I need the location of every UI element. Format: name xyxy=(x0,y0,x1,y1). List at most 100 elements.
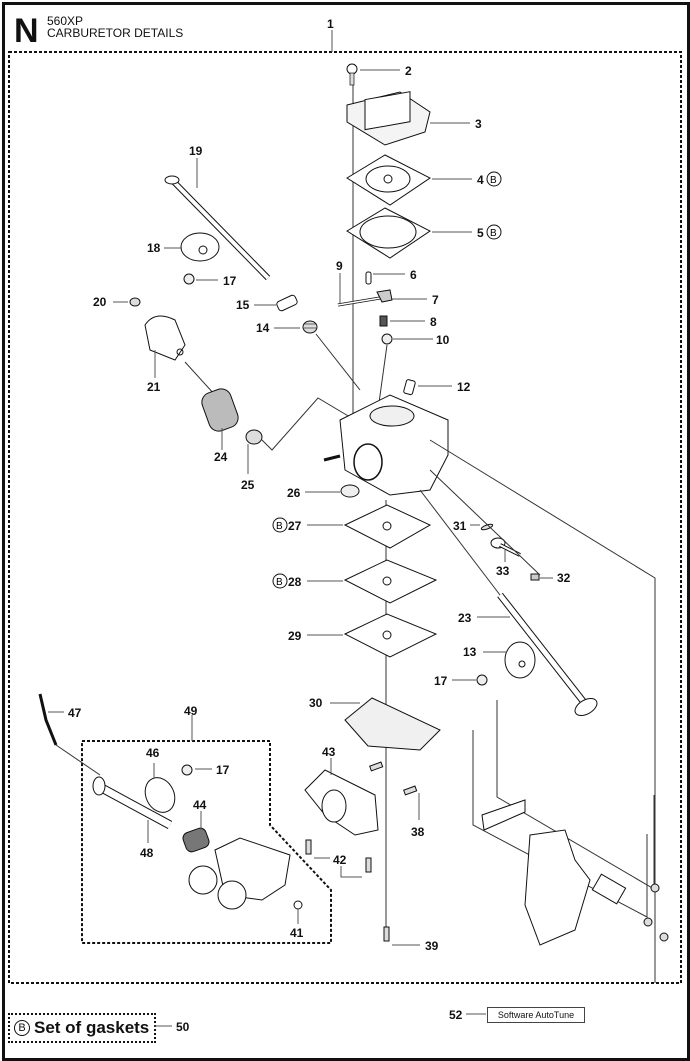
model-name: 560XP xyxy=(47,14,84,28)
callout-1: 1 xyxy=(327,17,334,31)
callout-26: 26 xyxy=(287,486,301,500)
gasket-set-marker-28: B xyxy=(276,577,283,588)
callout-41: 41 xyxy=(290,926,304,940)
throttle-bracket-part-21[interactable] xyxy=(144,315,186,361)
callout-25: 25 xyxy=(241,478,255,492)
valve-part-46[interactable] xyxy=(140,773,181,817)
choke-valve-part-18[interactable] xyxy=(180,232,220,262)
callout-3: 3 xyxy=(475,117,482,131)
inlet-needle-part-6[interactable] xyxy=(365,271,372,285)
callout-52: 52 xyxy=(449,1008,463,1022)
gasket-set-symbol: B xyxy=(14,1020,30,1036)
callout-4: 4 xyxy=(477,173,484,187)
shaft-part-48[interactable] xyxy=(92,776,173,829)
callout-10: 10 xyxy=(436,333,450,347)
carburetor-body[interactable] xyxy=(323,394,449,496)
callout-2: 2 xyxy=(405,64,412,78)
callout-23: 23 xyxy=(458,611,472,625)
callout-30: 30 xyxy=(309,696,323,710)
plug-part-26[interactable] xyxy=(340,484,360,498)
screw-part-42[interactable] xyxy=(305,839,372,873)
fuel-fitting-part-12[interactable] xyxy=(403,379,416,396)
page-title: CARBURETOR DETAILS xyxy=(47,26,184,40)
gasket-set-marker-27: B xyxy=(276,521,283,532)
spring-part-14[interactable] xyxy=(302,320,318,334)
screw-part-2[interactable] xyxy=(346,63,358,86)
throttle-link-part-47[interactable] xyxy=(38,693,58,746)
callout-8: 8 xyxy=(430,315,437,329)
callout-48: 48 xyxy=(140,846,154,860)
callout-21: 21 xyxy=(147,380,161,394)
callout-33: 33 xyxy=(496,564,510,578)
callout-12: 12 xyxy=(457,380,471,394)
callout-24: 24 xyxy=(214,450,228,464)
torsion-spring-part-24[interactable] xyxy=(199,386,241,434)
gasket-set-marker-4: B xyxy=(490,175,497,186)
callout-17-choke: 17 xyxy=(223,274,237,288)
metering-cover-part-30[interactable] xyxy=(344,697,441,751)
callout-28: 28 xyxy=(288,575,302,589)
spring-part-44[interactable] xyxy=(181,826,210,853)
callout-15: 15 xyxy=(236,298,250,312)
spring-part-8[interactable] xyxy=(379,315,388,327)
callout-20: 20 xyxy=(93,295,107,309)
bushing-part-25[interactable] xyxy=(245,429,263,445)
callout-39: 39 xyxy=(425,939,439,953)
screw-part-10[interactable] xyxy=(381,333,393,345)
callout-32: 32 xyxy=(557,571,571,585)
autotune-module[interactable] xyxy=(481,799,669,946)
screw-part-20[interactable] xyxy=(129,297,141,307)
callout-50: 50 xyxy=(176,1020,190,1034)
callout-27: 27 xyxy=(288,519,302,533)
callout-47: 47 xyxy=(68,706,82,720)
gasket-set-marker-5: B xyxy=(490,228,497,239)
screw-part-32[interactable] xyxy=(530,573,540,581)
gasket-part-28[interactable] xyxy=(343,559,438,604)
gasket-part-29[interactable] xyxy=(343,613,438,658)
pump-gasket-part-5[interactable] xyxy=(346,207,431,259)
callout-42: 42 xyxy=(333,853,347,867)
callout-9: 9 xyxy=(336,259,343,273)
section-letter: N xyxy=(14,12,39,50)
callout-14: 14 xyxy=(256,321,270,335)
callout-7: 7 xyxy=(432,293,439,307)
callout-5: 5 xyxy=(477,226,484,240)
callout-46: 46 xyxy=(146,746,160,760)
pump-cover-part-3[interactable] xyxy=(346,91,431,146)
screw-part-38[interactable] xyxy=(369,761,418,796)
callout-18: 18 xyxy=(147,241,161,255)
screw-part-17-throttle[interactable] xyxy=(476,674,488,686)
callout-49: 49 xyxy=(184,704,198,718)
callout-38: 38 xyxy=(411,825,425,839)
intake-adapter-part-43[interactable] xyxy=(304,769,379,836)
screw-part-17-choke[interactable] xyxy=(183,273,195,285)
metering-diaphragm-part-27[interactable] xyxy=(343,504,432,549)
callout-19: 19 xyxy=(189,144,203,158)
throttle-housing[interactable] xyxy=(188,837,291,910)
assembly-frame xyxy=(8,51,682,984)
pin-part-9[interactable] xyxy=(337,296,381,307)
callout-44: 44 xyxy=(193,798,207,812)
clip-part-31[interactable] xyxy=(480,523,494,531)
callout-17-kit: 17 xyxy=(216,763,230,777)
kit-frame-part-49 xyxy=(81,740,332,944)
software-autotune-label: Software AutoTune xyxy=(487,1007,585,1023)
screw-part-39[interactable] xyxy=(383,926,390,942)
choke-lever-part-15[interactable] xyxy=(276,294,298,312)
pump-diaphragm-part-4[interactable] xyxy=(346,154,431,206)
callout-29: 29 xyxy=(288,629,302,643)
control-lever-part-7[interactable] xyxy=(376,289,393,303)
gasket-set-label: Set of gaskets xyxy=(34,1018,150,1037)
throttle-shaft-part-23[interactable] xyxy=(497,592,600,719)
callout-13: 13 xyxy=(463,645,477,659)
throttle-valve-part-13[interactable] xyxy=(504,641,536,679)
callout-31: 31 xyxy=(453,519,467,533)
callout-43: 43 xyxy=(322,745,336,759)
callout-17-throttle: 17 xyxy=(434,674,448,688)
screw-part-17-kit[interactable] xyxy=(181,764,193,776)
callout-6: 6 xyxy=(410,268,417,282)
choke-shaft-part-19[interactable] xyxy=(164,175,271,281)
gasket-set-legend: B Set of gaskets xyxy=(8,1013,156,1043)
